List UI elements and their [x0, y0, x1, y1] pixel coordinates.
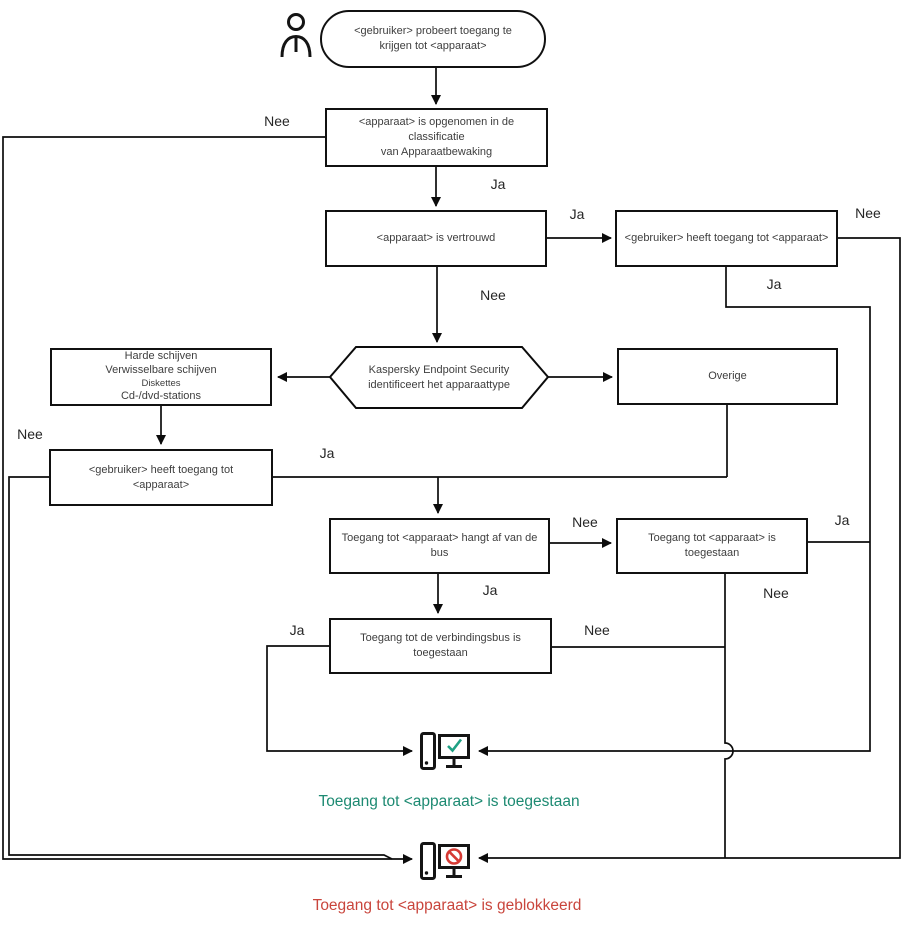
node-classification-line2: van Apparaatbewaking [380, 145, 493, 158]
node-allowed-box: Toegang tot <apparaat> is toegestaan [616, 518, 808, 574]
node-start-line2: krijgen tot <apparaat> [379, 40, 487, 52]
node-device-types: Harde schijven Verwisselbare schijven Di… [50, 348, 272, 406]
edge-label-bus-nee: Nee [572, 514, 598, 530]
node-allowed-box-line2: toegestaan [684, 547, 740, 559]
node-other: Overige [617, 348, 838, 405]
node-classification-line1: <apparaat> is opgenomen in de classifica… [358, 116, 515, 144]
edge-label-userleft-ja: Ja [319, 445, 335, 461]
node-device-types-line4: Cd-/dvd-stations [120, 389, 202, 402]
outcome-blocked-label: Toegang tot <apparaat> is geblokkeerd [312, 897, 582, 914]
edge-label-usertop-nee: Nee [855, 205, 881, 221]
node-user-access-left-line2: <apparaat> [132, 478, 190, 491]
node-user-access-left: <gebruiker> heeft toegang tot <apparaat> [49, 449, 273, 506]
edge-label-allowedbox-ja: Ja [834, 512, 850, 528]
computer-check-icon [420, 732, 470, 770]
node-identify: Kaspersky Endpoint Security identificeer… [349, 347, 529, 408]
node-identify-line2: identificeert het apparaattype [368, 378, 510, 391]
node-classification: <apparaat> is opgenomen in de classifica… [325, 108, 548, 167]
node-bus-dependent: Toegang tot <apparaat> hangt af van de b… [329, 518, 550, 574]
edge-allowedbox-nee-down [724, 574, 734, 858]
node-other-line1: Overige [708, 370, 747, 383]
person-icon [280, 13, 312, 58]
node-bus-dependent-line2: bus [430, 547, 449, 559]
hexagon-identify-shape [328, 346, 550, 409]
node-bus-allowed-line2: toegestaan [413, 647, 468, 659]
edge-label-classification-nee: Nee [264, 113, 290, 129]
edge-label-classification-ja: Ja [490, 176, 506, 192]
node-bus-allowed-line1: Toegang tot de verbindingsbus is [360, 632, 521, 645]
node-allowed-box-line1: Toegang tot <apparaat> is [648, 532, 776, 545]
computer-blocked-icon [420, 842, 470, 880]
node-identify-line1: Kaspersky Endpoint Security [368, 363, 510, 376]
edge-busallowed-ja-left-down [266, 645, 413, 756]
edge-label-verbind-nee: Nee [584, 622, 610, 638]
node-user-access-top: <gebruiker> heeft toegang tot <apparaat> [615, 210, 838, 267]
node-device-types-line2: Verwisselbare schijven [105, 364, 217, 377]
node-device-types-line3: Diskettes [141, 377, 181, 389]
edge-usertop-ja-down-right [478, 267, 871, 756]
node-user-access-top-line1: <gebruiker> heeft toegang tot <apparaat> [624, 232, 829, 245]
outcome-allowed-label: Toegang tot <apparaat> is toegestaan [318, 793, 580, 810]
edge-label-trusted-ja: Ja [569, 206, 585, 222]
edge-label-bus-ja: Ja [482, 582, 498, 598]
edge-usertop-nee-right-down [478, 237, 901, 863]
edge-label-types-nee: Nee [17, 426, 43, 442]
node-user-access-left-line1: <gebruiker> heeft toegang tot [88, 463, 234, 476]
edge-label-allowedbox-nee: Nee [763, 585, 789, 601]
edge-userleft-nee-left-down [8, 476, 393, 860]
edge-label-trusted-nee: Nee [480, 287, 506, 303]
node-start: <gebruiker> probeert toegang te krijgen … [320, 10, 546, 68]
edge-label-verbind-ja: Ja [289, 622, 305, 638]
node-start-line1: <gebruiker> probeert toegang te [354, 25, 512, 38]
node-device-types-line1: Harde schijven [124, 350, 198, 363]
edge-label-usertop-ja: Ja [766, 276, 782, 292]
node-bus-allowed: Toegang tot de verbindingsbus is toegest… [329, 618, 552, 674]
edge-classification-nee-left-down [2, 136, 413, 864]
node-trusted-line1: <apparaat> is vertrouwd [376, 232, 496, 245]
node-trusted: <apparaat> is vertrouwd [325, 210, 547, 267]
node-bus-dependent-line1: Toegang tot <apparaat> hangt af van de [341, 532, 538, 545]
